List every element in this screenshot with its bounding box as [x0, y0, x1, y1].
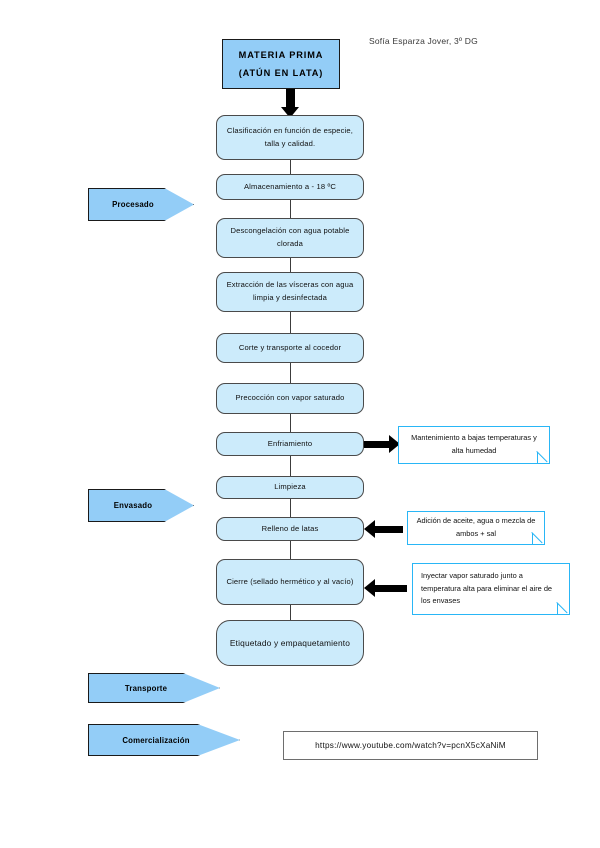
note-arrow-stem-relleno	[375, 526, 403, 533]
stage-envasado[interactable]: Envasado	[88, 489, 194, 522]
down-arrow-stem	[286, 89, 295, 109]
connector-6	[290, 414, 291, 432]
note-fold-corner-icon	[557, 603, 569, 614]
process-box-precoccion[interactable]: Precocción con vapor saturado	[216, 383, 364, 414]
connector-7	[290, 456, 291, 476]
process-box-descongelacion[interactable]: Descongelación con agua potable clorada	[216, 218, 364, 258]
stage-label-procesado: Procesado	[112, 200, 154, 209]
process-label-corte: Corte y transporte al cocedor	[238, 342, 342, 352]
note-fold-corner-icon	[532, 533, 544, 544]
process-label-precoccion: Precocción con vapor saturado	[235, 393, 345, 403]
header-materia-prima: MATERIA PRIMA (ATÚN EN LATA)	[222, 39, 340, 89]
youtube-url-text: https://www.youtube.com/watch?v=pcnX5cXa…	[315, 741, 506, 750]
author-credit: Sofía Esparza Jover, 3º DG	[369, 36, 478, 46]
note-label-cierre: Inyectar vapor saturado junto a temperat…	[421, 570, 553, 606]
process-label-relleno: Relleno de latas	[261, 523, 319, 533]
process-label-almacenamiento: Almacenamiento a - 18 ºC	[243, 181, 337, 191]
note-fold-corner-icon	[537, 452, 549, 463]
note-box-enfriamiento[interactable]: Mantenimiento a bajas temperaturas y alt…	[398, 426, 550, 464]
process-box-cierre[interactable]: Cierre (sellado hermético y al vacío)	[216, 559, 364, 605]
process-box-limpieza[interactable]: Limpieza	[216, 476, 364, 499]
note-label-relleno: Adición de aceite, agua o mezcla de ambo…	[416, 516, 536, 538]
youtube-url-box[interactable]: https://www.youtube.com/watch?v=pcnX5cXa…	[283, 731, 538, 760]
connector-5	[290, 363, 291, 383]
process-label-cierre: Cierre (sellado hermético y al vacío)	[226, 576, 354, 586]
connector-8	[290, 499, 291, 517]
header-line-1: MATERIA PRIMA	[238, 50, 324, 60]
process-box-etiquetado[interactable]: Etiquetado y empaquetamiento	[216, 620, 364, 666]
process-label-enfriamiento: Enfriamiento	[267, 438, 313, 448]
connector-3	[290, 258, 291, 272]
connector-9	[290, 541, 291, 559]
stage-procesado[interactable]: Procesado	[88, 188, 194, 221]
stage-label-transporte: Transporte	[124, 683, 168, 693]
process-label-etiquetado: Etiquetado y empaquetamiento	[229, 637, 351, 648]
process-label-extraccion: Extracción de las vísceras con agua limp…	[226, 280, 354, 302]
connector-4	[290, 312, 291, 333]
process-label-limpieza: Limpieza	[274, 482, 306, 492]
process-label-clasificacion: Clasificación en función de especie, tal…	[226, 125, 354, 148]
note-arrow-head-relleno	[364, 520, 375, 538]
header-line-2: (ATÚN EN LATA)	[238, 68, 324, 78]
process-box-clasificacion[interactable]: Clasificación en función de especie, tal…	[216, 115, 364, 160]
process-label-descongelacion: Descongelación con agua potable clorada	[230, 226, 350, 248]
stage-transporte[interactable]: Transporte	[88, 673, 220, 703]
note-box-relleno[interactable]: Adición de aceite, agua o mezcla de ambo…	[407, 511, 545, 545]
note-arrow-head-enfriamiento	[389, 435, 400, 453]
connector-10	[290, 605, 291, 620]
connector-1	[290, 160, 291, 174]
stage-label-envasado: Envasado	[113, 501, 153, 510]
process-box-corte[interactable]: Corte y transporte al cocedor	[216, 333, 364, 363]
note-label-enfriamiento: Mantenimiento a bajas temperaturas y alt…	[411, 433, 537, 455]
process-box-almacenamiento[interactable]: Almacenamiento a - 18 ºC	[216, 174, 364, 200]
note-arrow-stem-cierre	[375, 585, 407, 592]
process-box-extraccion[interactable]: Extracción de las vísceras con agua limp…	[216, 272, 364, 312]
note-arrow-stem-enfriamiento	[364, 441, 390, 448]
stage-label-comercializacion: Comercialización	[122, 735, 190, 745]
process-box-relleno[interactable]: Relleno de latas	[216, 517, 364, 541]
note-box-cierre[interactable]: Inyectar vapor saturado junto a temperat…	[412, 563, 570, 615]
process-box-enfriamiento[interactable]: Enfriamiento	[216, 432, 364, 456]
down-arrow-head	[281, 107, 299, 118]
connector-2	[290, 200, 291, 218]
note-arrow-head-cierre	[364, 579, 375, 597]
stage-comercializacion[interactable]: Comercialización	[88, 724, 240, 756]
